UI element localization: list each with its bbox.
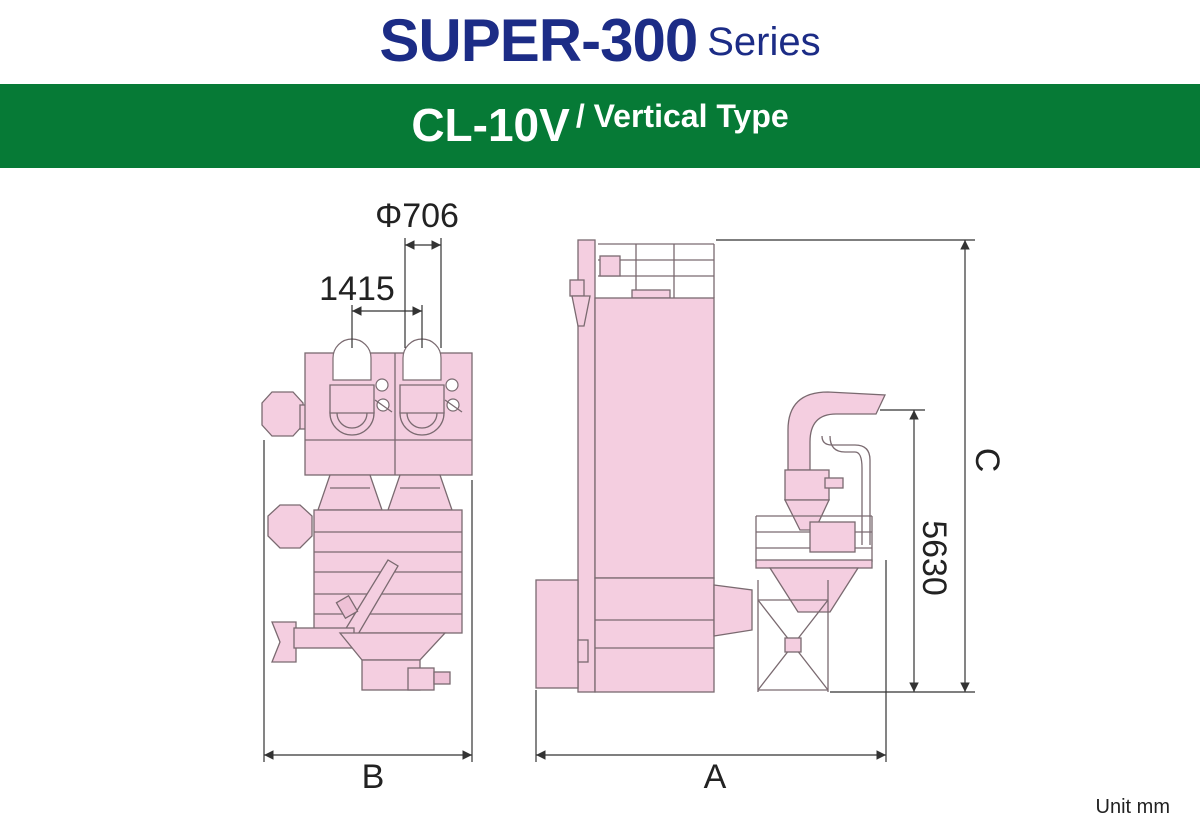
side-lower-body [594, 577, 715, 693]
model-type: / Vertical Type [575, 98, 789, 134]
side-outlet-duct [713, 584, 753, 637]
dim-spacing-label: 1415 [319, 270, 395, 308]
front-hopper-right [387, 474, 453, 511]
dim-width-b-label: B [362, 758, 385, 796]
front-fan-right [399, 338, 463, 436]
dim-cyclone-height-label: 5630 [915, 520, 953, 596]
side-support-frame [757, 580, 829, 692]
front-view [261, 238, 473, 762]
front-inlet-hopper [271, 621, 297, 663]
side-cyclone-body [784, 469, 830, 501]
dim-length-a-label: A [704, 758, 727, 796]
model-band: CL-10V/ Vertical Type [0, 84, 1200, 168]
side-hopper [768, 567, 860, 613]
front-hopper-left [317, 474, 383, 511]
side-top-railing [598, 243, 715, 299]
model-name: CL-10V [411, 99, 570, 151]
unit-note: Unit mm [1095, 796, 1170, 818]
front-side-octagon-upper [261, 391, 304, 437]
series-suffix: Series [707, 20, 821, 64]
dim-diameter-label: Φ706 [375, 197, 459, 235]
side-control-box [535, 579, 579, 689]
front-fan-left [329, 338, 393, 436]
side-cyclone-pipe [787, 391, 887, 471]
front-side-octagon-lower [267, 504, 313, 549]
front-lower-funnel [338, 632, 447, 661]
dim-height-c-label: C [968, 448, 1006, 473]
series-title: SUPER-300 [379, 7, 698, 74]
side-main-body [594, 297, 715, 579]
side-platform [755, 515, 873, 569]
side-view [535, 239, 975, 762]
